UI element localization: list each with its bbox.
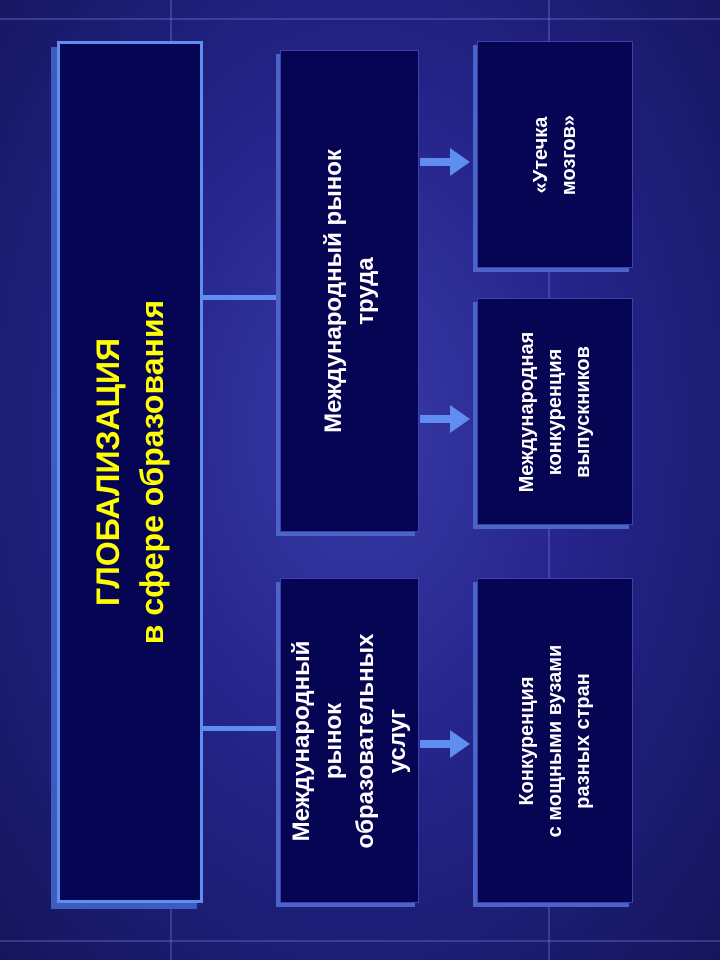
arrow-to-university-competition	[420, 730, 470, 758]
arrow-to-brain-drain	[420, 148, 470, 176]
university-competition-line-2: с мощными вузами	[544, 644, 566, 837]
labor-market-line-1: Международный рынок	[319, 149, 347, 433]
main-topic-box: ГЛОБАЛИЗАЦИЯ в сфере образования	[57, 41, 203, 903]
connector-main-to-services	[203, 726, 280, 731]
brain-drain-box: «Утечка мозгов»	[477, 41, 633, 268]
frame-line-top	[0, 18, 720, 20]
main-topic-title: ГЛОБАЛИЗАЦИЯ в сфере образования	[86, 300, 174, 644]
main-topic-line-2: в сфере образования	[134, 299, 170, 645]
frame-line-bottom	[0, 940, 720, 942]
labor-market-box: Международный рынок труда	[280, 50, 419, 532]
education-services-line-1: Международный	[287, 640, 315, 841]
graduate-competition-box: Международная конкуренция выпускников	[477, 298, 633, 525]
graduate-competition-label: Международная конкуренция выпускников	[513, 331, 597, 492]
education-services-line-3: образовательных	[351, 632, 379, 849]
labor-market-line-2: труда	[351, 257, 379, 325]
brain-drain-label: «Утечка мозгов»	[527, 114, 583, 194]
education-services-market-box: Международный рынок образовательных услу…	[280, 578, 419, 903]
labor-market-label: Международный рынок труда	[318, 149, 382, 433]
arrow-to-graduate-competition	[420, 405, 470, 433]
education-services-market-label: Международный рынок образовательных услу…	[286, 633, 414, 848]
university-competition-line-1: Конкуренция	[516, 675, 538, 806]
university-competition-line-3: разных стран	[572, 672, 594, 809]
university-competition-box: Конкуренция с мощными вузами разных стра…	[477, 578, 633, 903]
education-services-line-4: услуг	[383, 708, 411, 773]
graduate-competition-line-3: выпускников	[572, 345, 594, 478]
brain-drain-line-1: «Утечка	[530, 116, 552, 193]
connector-main-to-labor	[203, 295, 280, 300]
brain-drain-line-2: мозгов»	[558, 114, 580, 195]
graduate-competition-line-1: Международная	[516, 331, 538, 492]
graduate-competition-line-2: конкуренция	[544, 348, 566, 475]
education-services-line-2: рынок	[319, 702, 347, 779]
university-competition-label: Конкуренция с мощными вузами разных стра…	[513, 644, 597, 837]
main-topic-line-1: ГЛОБАЛИЗАЦИЯ	[90, 338, 126, 606]
